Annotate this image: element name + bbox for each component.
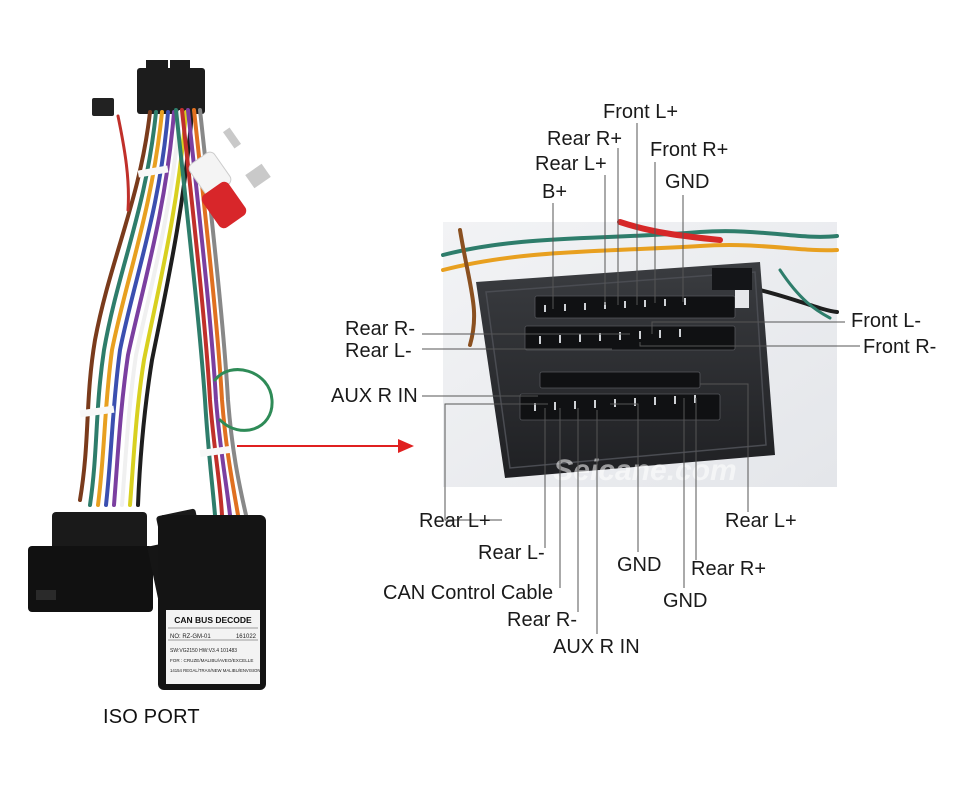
label-b-plus: B+ [542, 181, 567, 203]
connector-photo: Seicane.com [441, 219, 839, 487]
label-rear-r-minus-bottom: Rear R- [507, 609, 577, 631]
module-number: NO: RZ-GM-01 [170, 634, 211, 640]
module-date: 161022 [236, 634, 257, 640]
label-rear-l-plus-top: Rear L+ [535, 153, 607, 175]
label-front-r-plus: Front R+ [650, 139, 728, 161]
wire-bundle [78, 108, 274, 517]
label-gnd-top: GND [665, 171, 709, 193]
pointer-arrow [237, 439, 414, 453]
leader-lines [422, 123, 860, 634]
pin-labels: Front L+ Rear R+ Rear L+ Front R+ GND B+… [331, 101, 936, 658]
label-rear-l-minus-left: Rear L- [345, 340, 412, 362]
iso-port-caption: ISO PORT [103, 706, 200, 728]
harness-photo: CAN BUS DECODE NO: RZ-GM-01 161022 SW:VG… [28, 60, 274, 690]
label-can-control-cable: CAN Control Cable [383, 582, 553, 604]
module-title: CAN BUS DECODE [174, 615, 252, 625]
label-front-l-plus: Front L+ [603, 101, 678, 123]
label-aux-r-in-bottom: AUX R IN [553, 636, 640, 658]
label-aux-r-in-left: AUX R IN [331, 385, 418, 407]
small-connector [92, 98, 114, 116]
label-rear-r-plus-top: Rear R+ [547, 128, 622, 150]
connector-body [476, 262, 775, 478]
module-compat-1: FOR : CRUZE/MALIBU/AVEO/EXCELLE [170, 658, 253, 663]
module-sticker [166, 610, 260, 684]
rca-plug-red [201, 163, 271, 229]
module-version: SW:VG2150 HW:V3.4 101483 [170, 648, 237, 654]
can-bus-module: CAN BUS DECODE NO: RZ-GM-01 161022 SW:VG… [158, 515, 266, 690]
module-compat-2: 14154 REGAL/TRAX/NEW MALIBU/ENVISION [170, 668, 261, 673]
iso-connector-left [28, 512, 153, 612]
top-connector [137, 68, 205, 114]
label-rear-l-plus-bottom: Rear L+ [419, 510, 491, 532]
label-gnd-bottom-2: GND [663, 590, 707, 612]
label-rear-l-minus-bottom: Rear L- [478, 542, 545, 564]
label-front-l-minus: Front L- [851, 310, 921, 332]
label-rear-r-minus-left: Rear R- [345, 318, 415, 340]
label-front-r-minus: Front R- [863, 336, 936, 358]
label-gnd-bottom-1: GND [617, 554, 661, 576]
label-rear-l-plus-right: Rear L+ [725, 510, 797, 532]
watermark: Seicane.com [553, 454, 736, 487]
label-rear-r-plus-bottom: Rear R+ [691, 558, 766, 580]
